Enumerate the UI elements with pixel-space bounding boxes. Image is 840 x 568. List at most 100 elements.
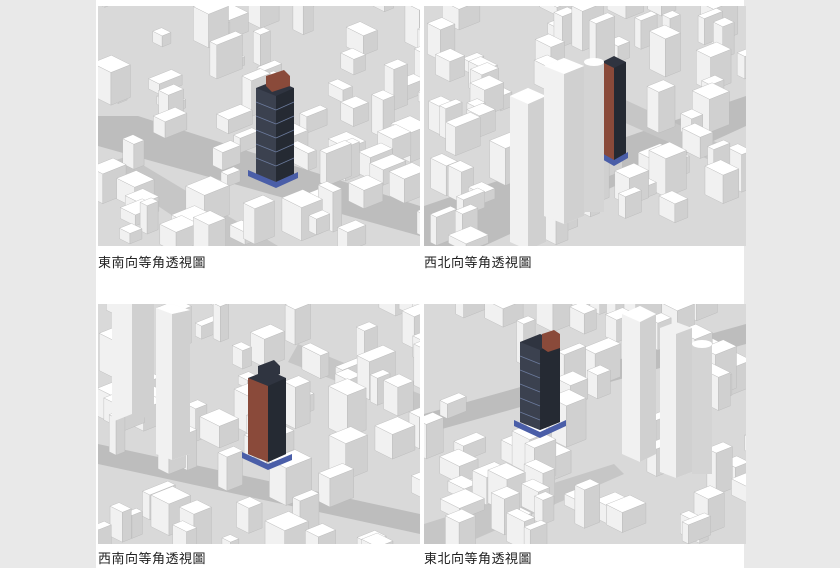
- building-mass: [744, 434, 746, 452]
- building-mass: [715, 446, 733, 496]
- foreground-highrises: [112, 304, 190, 460]
- building-mass: [355, 321, 378, 332]
- subject-tower: [248, 70, 298, 188]
- building-mass: [146, 201, 159, 235]
- building-mass: [209, 31, 243, 46]
- building-mass: [284, 304, 310, 310]
- building-mass: [429, 205, 458, 218]
- building-mass: [453, 432, 487, 447]
- building-mass: [447, 225, 489, 245]
- building-mass: [98, 521, 112, 531]
- building-mass: [133, 139, 145, 170]
- building-mass: [553, 6, 562, 8]
- building-mass: [490, 486, 521, 500]
- building-mass: [744, 434, 746, 436]
- building-mass: [320, 351, 330, 379]
- building-mass: [243, 202, 256, 245]
- building-mass: [284, 304, 296, 346]
- building-mass: [466, 102, 496, 117]
- building-mass: [417, 91, 420, 103]
- building-mass: [148, 69, 183, 85]
- building-mass: [605, 494, 647, 513]
- building-mass: [439, 448, 479, 467]
- building-mass: [217, 452, 228, 492]
- subject-tower: [242, 360, 292, 470]
- building-mass: [139, 197, 159, 206]
- building-mass: [303, 6, 314, 36]
- building-mass: [555, 370, 589, 386]
- building-mass: [217, 446, 244, 458]
- building-mass: [634, 10, 658, 21]
- building-mass: [658, 190, 689, 205]
- building-mass: [236, 496, 263, 509]
- building-mass: [292, 6, 304, 36]
- building-mass: [340, 47, 366, 60]
- subject-tower: [514, 330, 566, 438]
- building-mass: [588, 12, 616, 24]
- building-mass: [493, 304, 516, 309]
- building-mass: [571, 6, 583, 52]
- building-mass: [383, 58, 409, 70]
- building-mass: [412, 332, 420, 340]
- building-mass: [304, 523, 337, 538]
- building-mass: [212, 140, 241, 153]
- building-mass: [104, 6, 109, 8]
- building-mass: [533, 491, 555, 501]
- building-mass: [209, 41, 218, 80]
- building-mass: [328, 426, 368, 444]
- building-mass: [649, 24, 682, 40]
- building-mass: [172, 520, 198, 532]
- building-mass: [242, 194, 275, 209]
- building-mass: [345, 21, 378, 36]
- northwest-city-model: [424, 6, 746, 246]
- building-mass: [469, 75, 505, 91]
- building-mass: [141, 480, 176, 496]
- building-mass: [307, 149, 317, 171]
- building-mass: [98, 157, 127, 175]
- northeast-city-model: [424, 304, 746, 544]
- building-mass: [185, 399, 208, 410]
- building-mass: [185, 175, 230, 196]
- building-mass: [658, 85, 676, 134]
- building-mass: [445, 121, 456, 156]
- northwest-isometric-view: [424, 6, 746, 246]
- building-mass: [295, 381, 311, 430]
- southeast-isometric-view: [98, 6, 420, 246]
- building-mass: [695, 41, 732, 58]
- building-mass: [589, 19, 597, 65]
- building-mass: [444, 508, 477, 523]
- building-mass: [744, 55, 746, 80]
- building-mass: [534, 33, 566, 48]
- building-mass: [383, 373, 414, 388]
- building-mass: [98, 55, 131, 73]
- building-mass: [648, 141, 687, 159]
- building-mass: [213, 304, 221, 343]
- building-mass: [216, 104, 253, 121]
- caption-northwest: 西北向等角透視圖: [424, 256, 533, 271]
- building-mass: [618, 186, 642, 197]
- building-mass: [122, 508, 132, 543]
- building-mass: [665, 32, 681, 78]
- building-mass: [292, 489, 320, 502]
- building-mass: [430, 213, 437, 246]
- building-mass: [661, 10, 681, 19]
- building-mass: [281, 189, 323, 208]
- building-mass: [426, 17, 456, 31]
- building-mass: [487, 462, 526, 480]
- building-mass: [361, 538, 372, 544]
- building-mass: [220, 166, 241, 176]
- caption-northeast: 東北向等角透視圖: [424, 552, 533, 567]
- building-mass: [727, 143, 746, 155]
- building-mass: [319, 149, 327, 187]
- building-mass: [424, 412, 444, 425]
- building-mass: [299, 104, 328, 117]
- building-mass: [523, 519, 548, 531]
- building-mass: [413, 341, 420, 348]
- drawing-sheet: 東南向等角透視圖 西北向等角: [96, 0, 746, 568]
- building-mass: [574, 478, 601, 491]
- building-mass: [693, 485, 725, 500]
- building-mass: [226, 450, 243, 492]
- building-mass: [131, 510, 143, 539]
- building-mass: [569, 304, 597, 315]
- building-mass: [358, 142, 394, 158]
